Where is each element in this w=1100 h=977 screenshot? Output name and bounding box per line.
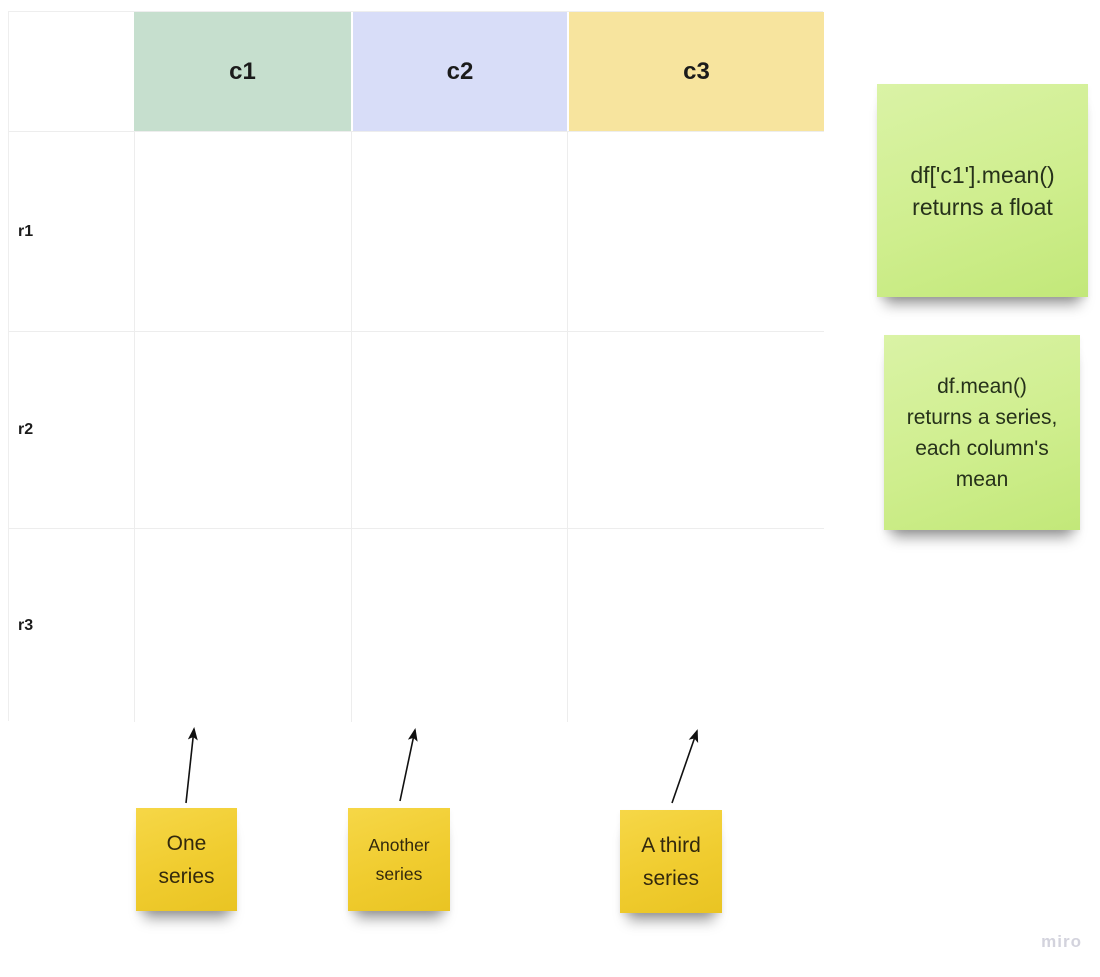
table-cell-r2-c2[interactable] <box>351 331 567 528</box>
row-label-r3[interactable]: r3 <box>9 528 134 722</box>
row-label-text: r1 <box>18 222 34 240</box>
table-cell-r2-c3[interactable] <box>567 331 824 528</box>
table-cell-r1-c2[interactable] <box>351 131 567 331</box>
sticky-note-text: df.mean() returns a series, each column'… <box>906 374 1058 491</box>
sticky-note-text: df['c1'].mean() returns a float <box>910 161 1055 220</box>
column-header-c1[interactable]: c1 <box>134 12 351 131</box>
sticky-note-text: Another series <box>368 834 430 884</box>
table-corner-cell[interactable] <box>9 12 134 131</box>
table-cell-r3-c3[interactable] <box>567 528 824 722</box>
sticky-note-df-c1-mean[interactable]: df['c1'].mean() returns a float <box>877 84 1088 297</box>
table-cell-r3-c1[interactable] <box>134 528 351 722</box>
row-label-text: r2 <box>18 421 34 438</box>
table-cell-r3-c2[interactable] <box>351 528 567 722</box>
connector-another-series[interactable] <box>399 728 418 802</box>
sticky-note-a-third-series[interactable]: A third series <box>620 810 722 913</box>
column-header-label: c2 <box>446 57 474 85</box>
table-cell-r1-c3[interactable] <box>567 131 824 331</box>
connector-one-series[interactable] <box>185 727 198 804</box>
miro-watermark: miro <box>1041 932 1082 951</box>
table-cell-r2-c1[interactable] <box>134 331 351 528</box>
sticky-note-one-series[interactable]: One series <box>136 808 237 911</box>
row-label-r1[interactable]: r1 <box>9 131 134 331</box>
column-header-c3[interactable]: c3 <box>567 12 824 131</box>
row-label-r2[interactable]: r2 <box>9 331 134 528</box>
connector-a-third-series[interactable] <box>671 729 699 804</box>
column-header-c2[interactable]: c2 <box>351 12 567 131</box>
row-label-text: r3 <box>18 616 34 634</box>
sticky-note-text: One series <box>158 831 215 888</box>
column-header-label: c1 <box>229 57 256 85</box>
column-header-label: c3 <box>683 57 710 85</box>
sticky-note-another-series[interactable]: Another series <box>348 808 450 911</box>
sticky-note-df-mean[interactable]: df.mean() returns a series, each column'… <box>884 335 1080 530</box>
dataframe-table[interactable]: c1 c2 c3 r1 r2 r3 <box>8 11 824 722</box>
table-cell-r1-c1[interactable] <box>134 131 351 331</box>
sticky-note-text: A third series <box>641 833 701 890</box>
